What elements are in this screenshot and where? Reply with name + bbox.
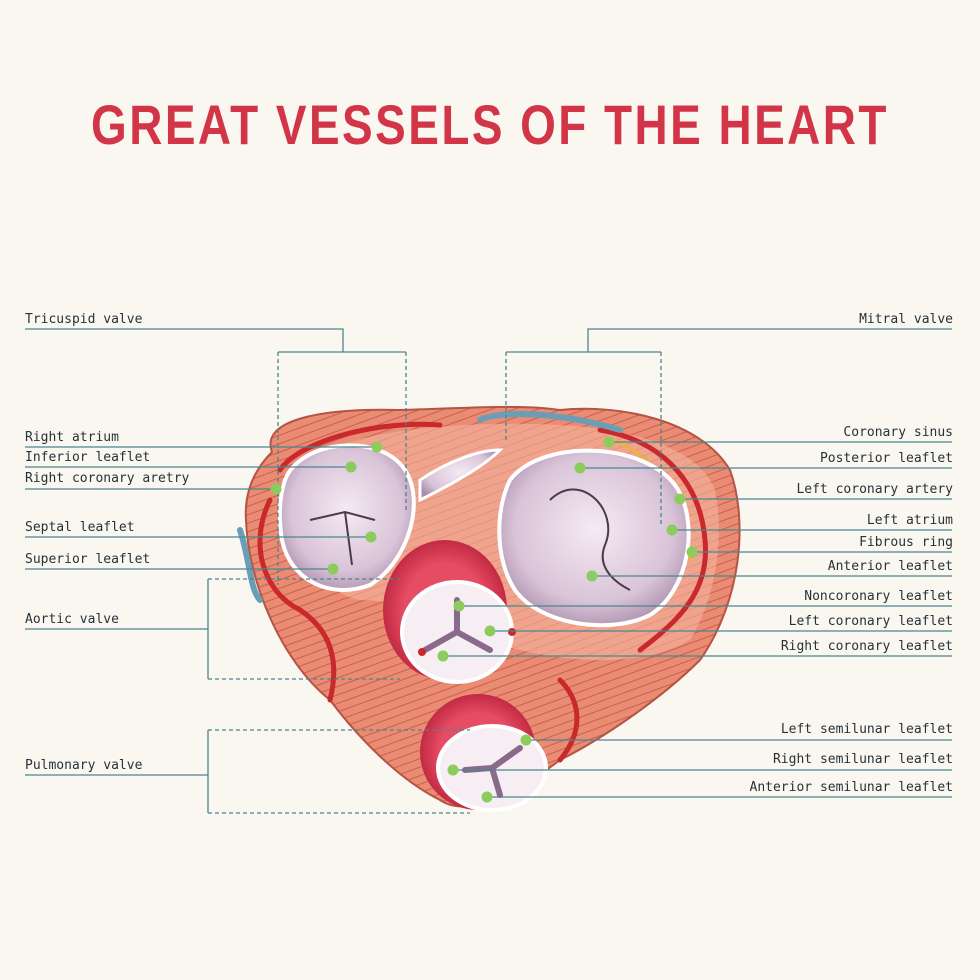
aortic-valve xyxy=(383,540,516,684)
pulmonary-valve xyxy=(420,694,548,812)
page-title: GREAT VESSELS OF THE HEART xyxy=(91,93,889,156)
leader-lines xyxy=(25,328,952,814)
label-noncoronary-leaflet: Noncoronary leaflet xyxy=(804,589,953,604)
label-right-coronary-artery: Right coronary aretry xyxy=(25,471,190,486)
label-markers xyxy=(270,436,698,803)
label-right-atrium: Right atrium xyxy=(25,430,119,445)
label-fibrous-ring: Fibrous ring xyxy=(859,535,953,550)
label-anterior-semilunar-leaflet: Anterior semilunar leaflet xyxy=(749,780,954,795)
label-aortic-valve: Aortic valve xyxy=(25,612,119,627)
label-left-coronary-leaflet: Left coronary leaflet xyxy=(788,614,953,629)
label-left-semilunar-leaflet: Left semilunar leaflet xyxy=(780,722,953,737)
label-right-coronary-leaflet: Right coronary leaflet xyxy=(780,639,953,654)
label-mitral-valve: Mitral valve xyxy=(859,312,953,327)
label-left-coronary-artery: Left coronary artery xyxy=(796,482,953,497)
label-pulmonary-valve: Pulmonary valve xyxy=(25,758,143,773)
label-septal-leaflet: Septal leaflet xyxy=(25,520,135,535)
label-inferior-leaflet: Inferior leaflet xyxy=(25,450,151,465)
label-right-semilunar-leaflet: Right semilunar leaflet xyxy=(772,752,953,767)
label-posterior-leaflet: Posterior leaflet xyxy=(819,451,953,466)
label-coronary-sinus: Coronary sinus xyxy=(843,425,953,440)
label-superior-leaflet: Superior leaflet xyxy=(25,552,151,567)
label-left-atrium: Left atrium xyxy=(866,513,953,528)
tricuspid-valve xyxy=(277,443,504,592)
label-anterior-leaflet: Anterior leaflet xyxy=(827,559,953,574)
mitral-valve xyxy=(497,448,691,628)
label-tricuspid-valve: Tricuspid valve xyxy=(25,312,143,327)
